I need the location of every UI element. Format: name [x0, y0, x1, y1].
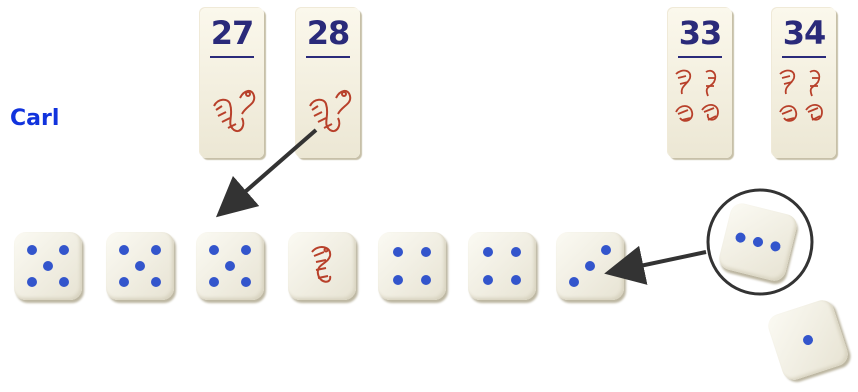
arrow-tile-to-dice — [222, 130, 316, 212]
highlight-circle — [708, 190, 812, 294]
arrow-roll-to-dice — [612, 252, 706, 272]
